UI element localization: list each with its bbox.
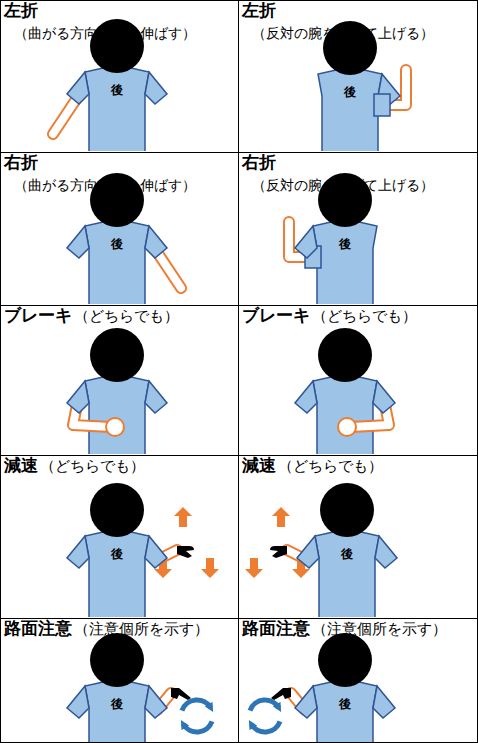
back-mark: 後 [111,238,123,252]
table-rule [238,0,239,743]
head [318,328,372,382]
back-mark: 後 [344,86,356,100]
rider-figure [295,328,395,454]
signal-name: 路面注意 [4,619,72,639]
motion-arrow [272,507,290,527]
signal-note: （どちらでも） [312,308,417,325]
sleeve [67,686,89,718]
rider-figure [67,633,212,742]
head [90,483,144,537]
circular-arrow [250,700,279,711]
signal-note: （反対の腕を曲げて上げる） [252,25,434,41]
sleeve [295,381,317,413]
table-rule [0,152,478,153]
shirt [85,682,149,742]
back-mark: 後 [111,698,123,712]
signal-note: （反対の腕を曲げて上げる） [252,177,434,193]
sleeve [67,536,89,568]
sleeve [145,536,167,568]
shirt [315,532,379,617]
pointing-glove [171,688,191,700]
signal-name: 左折 [4,1,38,21]
sleeve [67,72,89,104]
sleeve [374,94,390,116]
arm-outline [53,98,77,134]
shirt [313,222,377,304]
signal-name: 左折 [242,1,276,21]
signal-name: 減速 [242,456,276,476]
arm-outline [157,252,181,288]
sleeve [375,536,397,568]
rider-figure [250,633,395,742]
rider-figure [245,483,397,617]
signal-name: 右折 [4,153,38,173]
sleeve [145,686,167,718]
sleeve [145,226,167,258]
shirt [85,532,149,617]
sleeve [295,226,317,258]
back-mark: 後 [339,238,351,252]
figure-cell [245,483,397,617]
head [90,633,144,687]
sleeve [67,381,89,413]
signal-name: 右折 [242,153,276,173]
sleeve [145,72,167,104]
motion-arrow [245,558,263,578]
sleeve [373,686,395,718]
signal-name: 路面注意 [242,619,310,639]
signal-note: （曲がる方向の腕を伸ばす） [14,177,196,193]
sleeve [67,226,89,258]
table-rule [0,455,478,456]
glove [270,546,287,558]
shirt [85,222,149,304]
sleeve [295,686,317,718]
sleeve [145,381,167,413]
sleeve [373,381,395,413]
shirt [85,377,149,454]
arm [157,252,181,288]
motion-arrow [201,558,219,578]
back-mark: 後 [341,548,353,562]
shirt [313,377,377,454]
rider-figure [67,483,219,617]
shirt [85,68,149,151]
rider-figure [67,328,167,454]
figure-cell [250,633,395,742]
signal-name: ブレーキ [4,306,72,326]
signal-note: （曲がる方向の腕を伸ばす） [14,25,196,41]
figure-cell [295,328,395,454]
figure-cell [67,328,167,454]
fist [106,418,124,436]
figure-cell [67,633,212,742]
head [90,328,144,382]
arm [53,98,77,134]
circular-arrow [183,721,212,732]
motion-arrow [174,507,192,527]
fist [338,418,356,436]
pointing-glove [271,688,291,700]
glove [177,546,194,558]
signal-name: 減速 [4,456,38,476]
head [320,483,374,537]
head [318,633,372,687]
shirt [313,682,377,742]
signal-note: （注意個所を示す） [74,621,209,638]
signal-note: （どちらでも） [278,458,383,475]
back-mark: 後 [111,548,123,562]
signal-name: ブレーキ [242,306,310,326]
signal-note: （注意個所を示す） [312,621,447,638]
signal-note: （どちらでも） [40,458,145,475]
circular-arrow [182,700,211,711]
back-mark: 後 [339,698,351,712]
back-mark: 後 [111,84,123,98]
signal-note: （どちらでも） [74,308,179,325]
circular-arrow [251,721,280,732]
figure-cell [67,483,219,617]
sleeve [297,536,319,568]
shirt [318,70,382,151]
